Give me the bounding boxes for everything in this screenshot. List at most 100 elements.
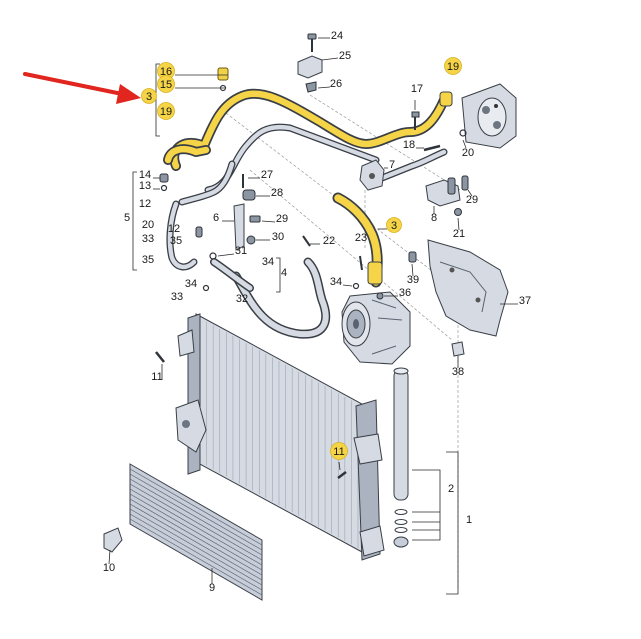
callout-c-35a: 35 <box>142 254 154 266</box>
front-grille-9 <box>129 463 263 601</box>
callout-label: 34 <box>330 276 342 288</box>
callout-c-35b: 35 <box>170 235 182 247</box>
callout-c-26: 26 <box>330 78 342 90</box>
callout-label: 18 <box>403 139 415 151</box>
callout-label: 35 <box>170 235 182 247</box>
callout-label: 12 <box>168 223 180 235</box>
callout-c-19b: 19 <box>444 57 462 75</box>
callout-c-24: 24 <box>331 30 343 42</box>
receiver-dryer <box>393 367 409 548</box>
callout-label: 30 <box>272 231 284 243</box>
callout-c-14: 14 <box>139 169 151 181</box>
callout-c-1: 1 <box>466 514 472 526</box>
callout-c-15: 15 <box>157 75 175 93</box>
callout-label: 3 <box>146 91 152 103</box>
callout-label: 23 <box>355 232 367 244</box>
callout-label: 36 <box>399 287 411 299</box>
callout-label: 4 <box>281 267 287 279</box>
callout-c-3b: 3 <box>386 217 402 233</box>
callout-label: 8 <box>431 212 437 224</box>
callout-c-33a: 33 <box>142 233 154 245</box>
callout-c-11a: 11 <box>151 371 162 383</box>
callout-label: 17 <box>411 83 423 95</box>
callout-c-34a: 34 <box>185 278 197 290</box>
callout-label: 31 <box>235 245 247 257</box>
callout-label: 19 <box>447 61 459 73</box>
callout-label: 5 <box>124 212 130 224</box>
callout-c-3a: 3 <box>141 88 157 104</box>
callout-label: 27 <box>261 169 273 181</box>
grey-line-4 <box>231 257 331 339</box>
callout-label: 38 <box>452 366 464 378</box>
callout-label: 21 <box>453 228 465 240</box>
fittings <box>103 33 467 553</box>
callout-label: 39 <box>407 274 419 286</box>
callout-c-5: 5 <box>124 212 130 224</box>
callout-c-27: 27 <box>261 169 273 181</box>
compressor <box>341 291 411 365</box>
callout-label: 34 <box>262 256 274 268</box>
callout-label: 33 <box>142 233 154 245</box>
callout-label: 14 <box>139 169 151 181</box>
leader-lines <box>108 37 518 595</box>
callout-label: 24 <box>331 30 343 42</box>
pointer-arrow <box>23 72 141 104</box>
callout-c-18: 18 <box>403 139 415 151</box>
callout-label: 29 <box>276 213 288 225</box>
callout-label: 13 <box>139 180 151 192</box>
yellow-line-3-left <box>163 144 211 165</box>
callout-label: 26 <box>330 78 342 90</box>
callout-label: 33 <box>171 291 183 303</box>
callout-c-31: 31 <box>235 245 247 257</box>
callout-c-36: 36 <box>399 287 411 299</box>
callout-c-17: 17 <box>411 83 423 95</box>
callout-c-33b: 33 <box>171 291 183 303</box>
callout-c-34c: 34 <box>262 256 274 268</box>
callout-label: 28 <box>271 187 283 199</box>
callout-c-12a: 12 <box>139 198 151 210</box>
callout-c-7: 7 <box>389 159 395 171</box>
bracket-8 <box>425 175 469 207</box>
callout-c-8: 8 <box>431 212 437 224</box>
callout-c-38: 38 <box>452 366 464 378</box>
callout-label: 25 <box>339 50 351 62</box>
callout-c-4: 4 <box>281 267 287 279</box>
callout-label: 15 <box>160 79 172 91</box>
callout-label: 2 <box>448 483 454 495</box>
callout-c-30: 30 <box>272 231 284 243</box>
refrigerant-lines-grey <box>166 123 448 339</box>
callout-c-39: 39 <box>407 274 419 286</box>
callout-c-23: 23 <box>355 232 367 244</box>
callout-label: 32 <box>236 293 248 305</box>
callout-c-20b: 20 <box>142 219 154 231</box>
callout-label: 9 <box>209 582 215 594</box>
callout-c-37: 37 <box>519 295 531 307</box>
callout-label: 6 <box>213 212 219 224</box>
yellow-line-3-upper <box>169 88 449 171</box>
callout-c-12b: 12 <box>168 223 180 235</box>
callout-label: 10 <box>103 562 115 574</box>
callout-label: 16 <box>160 66 172 78</box>
callout-label: 11 <box>333 446 344 458</box>
grey-line-32 <box>210 258 254 292</box>
callout-c-21: 21 <box>453 228 465 240</box>
callout-c-29a: 29 <box>466 194 478 206</box>
callout-c-34b: 34 <box>330 276 342 288</box>
callout-c-10: 10 <box>103 562 115 574</box>
grey-line-5a <box>178 160 236 206</box>
callout-c-20: 20 <box>462 147 474 159</box>
callout-c-29b: 29 <box>276 213 288 225</box>
callout-label: 35 <box>142 254 154 266</box>
callout-label: 29 <box>466 194 478 206</box>
callout-c-28: 28 <box>271 187 283 199</box>
callout-label: 20 <box>462 147 474 159</box>
callout-label: 1 <box>466 514 472 526</box>
bracket-plate-37 <box>427 239 509 337</box>
callout-c-22: 22 <box>323 235 335 247</box>
callout-c-13: 13 <box>139 180 151 192</box>
callout-c-25: 25 <box>339 50 351 62</box>
callout-label: 3 <box>391 220 397 232</box>
